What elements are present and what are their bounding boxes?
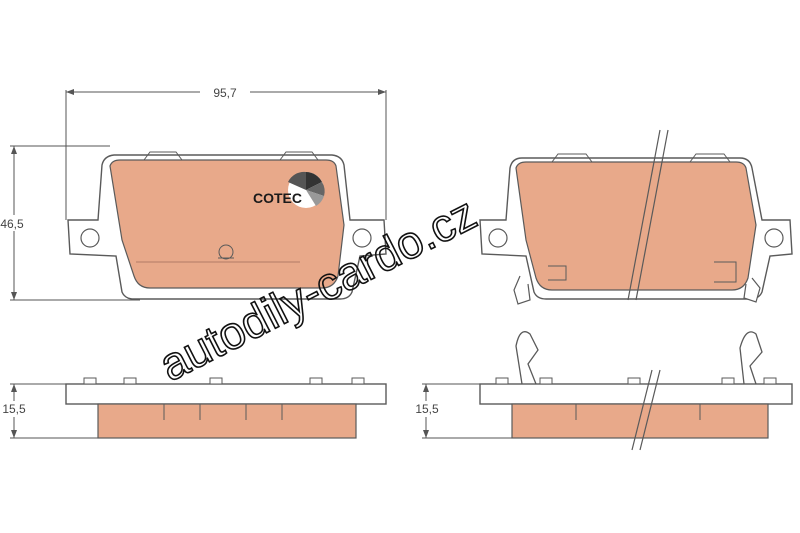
right-spring-clip-right bbox=[739, 331, 763, 385]
right-wear-clip-left bbox=[513, 275, 531, 305]
thickness-right-label: 15,5 bbox=[415, 402, 439, 416]
thickness-dimension-left bbox=[10, 383, 100, 439]
height-label: 46,5 bbox=[0, 217, 24, 231]
left-center-mark bbox=[218, 244, 234, 260]
right-friction-material bbox=[515, 161, 757, 291]
right-spring-clip-left bbox=[515, 331, 539, 385]
right-mount-hole-right bbox=[764, 228, 784, 248]
right-wear-clip-right bbox=[743, 277, 761, 303]
thickness-dimension-right bbox=[422, 383, 512, 439]
cotec-logo-text: COTEC bbox=[253, 190, 302, 206]
right-mount-hole-left bbox=[488, 228, 508, 248]
left-side-friction bbox=[97, 403, 357, 439]
left-mount-hole-left bbox=[80, 228, 100, 248]
left-pad-side-view bbox=[65, 377, 387, 439]
right-pad-side-view bbox=[479, 331, 793, 439]
right-side-break-line bbox=[631, 369, 661, 451]
right-side-friction bbox=[511, 403, 769, 439]
width-label: 95,7 bbox=[213, 86, 237, 100]
left-mount-hole-right bbox=[352, 228, 372, 248]
left-friction-material bbox=[109, 159, 345, 289]
thickness-left-label: 15,5 bbox=[2, 402, 26, 416]
right-side-backing bbox=[479, 383, 793, 405]
right-pad-break-line bbox=[627, 129, 669, 301]
left-side-backing bbox=[65, 383, 387, 405]
right-pad-front-view bbox=[479, 153, 793, 305]
cotec-logo: COTEC bbox=[253, 171, 325, 208]
